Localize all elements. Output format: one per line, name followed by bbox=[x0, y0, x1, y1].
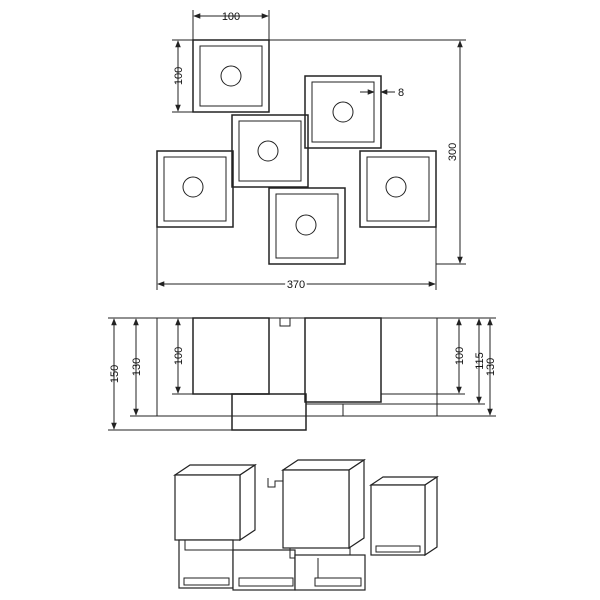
dim-label-width: 100 bbox=[222, 11, 240, 23]
dim-left-130: 130 bbox=[130, 318, 157, 417]
cube-right bbox=[359, 150, 437, 228]
cube-bottom bbox=[268, 187, 346, 265]
dim-label-overall-width: 370 bbox=[287, 279, 305, 291]
dim-label-130-left: 130 bbox=[131, 358, 143, 376]
dim-right-100: 100 bbox=[437, 317, 496, 395]
dim-label-overall-height: 300 bbox=[447, 143, 459, 161]
dim-overall-370: 370 bbox=[156, 227, 437, 293]
cube-center bbox=[231, 114, 309, 188]
dim-left-150: 150 bbox=[108, 317, 232, 431]
perspective-view bbox=[173, 458, 439, 591]
dim-width-100: 100 bbox=[192, 10, 270, 40]
dim-label-hole: 8 bbox=[398, 87, 404, 99]
cube-top-right bbox=[304, 75, 382, 149]
persp-cube-upper-left bbox=[173, 463, 257, 542]
side-view: 150 130 100 100 115 130 bbox=[108, 317, 497, 431]
top-view: 100 100 8 300 370 bbox=[156, 10, 466, 293]
dim-hole-8: 8 bbox=[360, 86, 404, 99]
cube-left bbox=[156, 150, 234, 228]
persp-cube-lower-mid bbox=[232, 547, 351, 591]
dim-label-115: 115 bbox=[474, 352, 486, 370]
dim-label-130-right: 130 bbox=[485, 358, 497, 376]
dim-label-150: 150 bbox=[109, 365, 121, 383]
persp-cube-upper-right bbox=[369, 475, 439, 557]
dim-left-100: 100 bbox=[172, 318, 193, 395]
cube-top-left bbox=[192, 39, 270, 113]
dim-right-130: 130 bbox=[437, 318, 497, 417]
persp-cube-lower-right bbox=[294, 554, 366, 591]
persp-cube-upper-mid bbox=[281, 458, 366, 550]
dim-label-height: 100 bbox=[173, 67, 185, 85]
dim-overall-300: 300 bbox=[269, 39, 466, 265]
dim-label-100-right: 100 bbox=[454, 347, 466, 365]
dim-label-100-left: 100 bbox=[173, 347, 185, 365]
dim-right-115: 115 bbox=[381, 318, 486, 405]
persp-cube-lower-left bbox=[178, 539, 234, 589]
dim-height-100: 100 bbox=[172, 39, 193, 113]
